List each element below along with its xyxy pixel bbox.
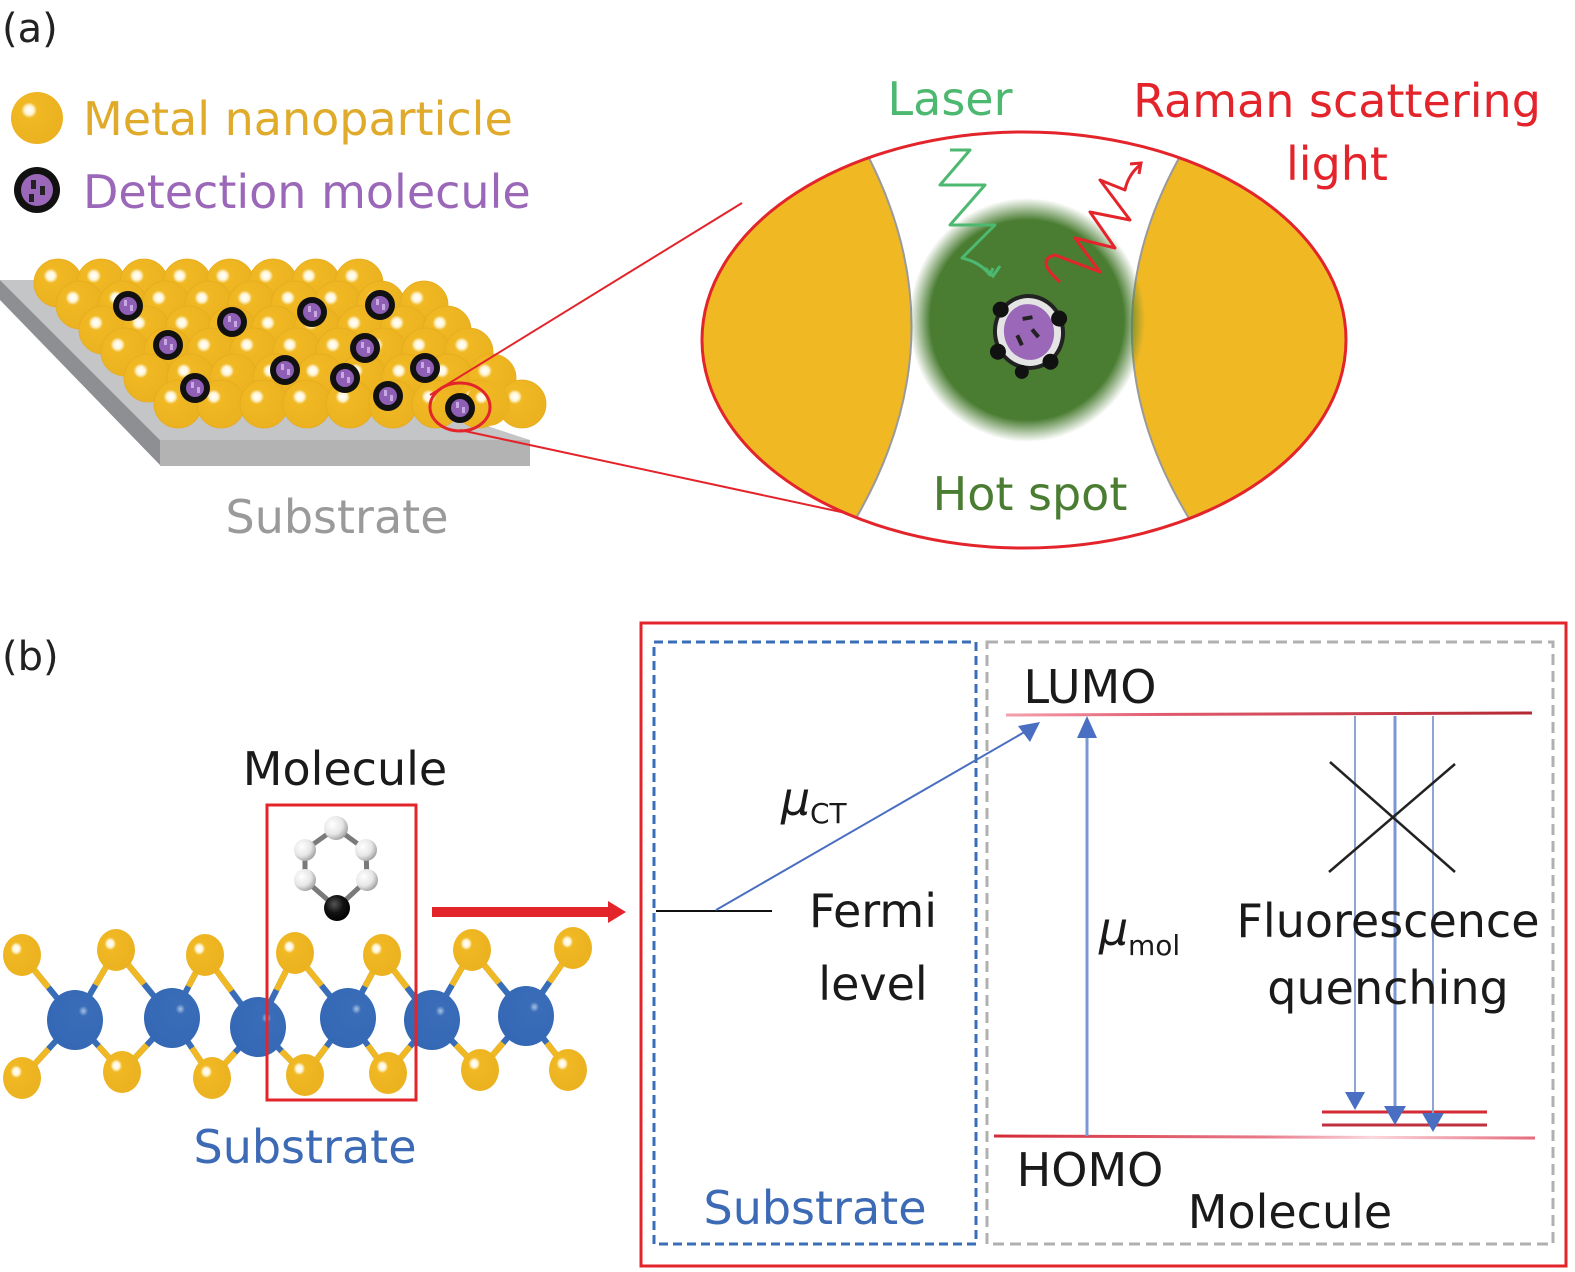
metal-atom — [404, 990, 460, 1050]
sulfur-atom — [97, 929, 135, 971]
panel-b-label: (b) — [2, 634, 59, 680]
sulfur-atom — [186, 934, 224, 976]
substrate-lattice — [3, 927, 592, 1099]
detection-molecule-icon — [153, 330, 183, 360]
homo-level-line — [993, 1134, 1536, 1140]
sulfur-atom — [276, 932, 314, 974]
fluorescence-arrowhead-2-icon — [1384, 1106, 1406, 1125]
lumo-level-line — [1005, 711, 1533, 717]
energy-diagram — [639, 621, 1568, 1268]
metal-atom — [144, 988, 200, 1048]
molecule-highlight-box — [265, 803, 418, 1102]
detection-molecule-icon — [989, 294, 1068, 379]
detection-molecule-icon — [365, 290, 395, 320]
detection-molecule-icon — [270, 355, 300, 385]
detection-molecule-icon — [410, 353, 440, 383]
zoom-line-top — [429, 202, 743, 396]
mu-ct-subscript: CT — [810, 797, 848, 830]
detection-molecule-icon — [297, 297, 327, 327]
nanoparticle — [466, 382, 510, 426]
sulfur-atom — [193, 1057, 231, 1099]
substrate-box-label: Substrate — [704, 1181, 927, 1235]
substrate-label-a: Substrate — [226, 490, 449, 544]
laser-arrowhead-icon — [983, 265, 1002, 279]
mu-mol-symbol: μ — [1098, 902, 1128, 956]
nanoparticle-legend-icon — [11, 92, 63, 144]
homo-label: HOMO — [1017, 1143, 1164, 1197]
zoom-ellipse-border — [700, 130, 1348, 550]
raman-label-line1: Raman scattering — [1133, 74, 1541, 128]
sulfur-atom — [369, 1052, 407, 1094]
fluorescence-arrowhead-1-icon — [1345, 1092, 1365, 1110]
detection-molecule-icon — [113, 291, 143, 321]
fluorescence-arrowhead-3-icon — [1422, 1113, 1444, 1132]
detection-molecule-legend-icon — [14, 167, 60, 213]
sulfur-atom — [453, 929, 491, 971]
molecule-box — [985, 640, 1555, 1246]
red-arrow-icon — [432, 901, 626, 923]
detection-molecule-icon — [350, 333, 380, 363]
sulfur-atom — [549, 1049, 587, 1091]
nanoparticle — [239, 379, 289, 429]
nanoparticle-array — [33, 258, 547, 429]
raman-label-line2: light — [1286, 137, 1388, 191]
molecule-box-label: Molecule — [1188, 1185, 1392, 1239]
sulfur-atom — [3, 934, 41, 976]
substrate-box — [652, 640, 978, 1246]
sulfur-atom — [461, 1049, 499, 1091]
laser-label: Laser — [888, 72, 1013, 126]
raman-arrowhead-icon — [1129, 161, 1143, 175]
mu-ct-symbol: μ — [780, 772, 810, 826]
sulfur-atom — [286, 1054, 324, 1096]
metal-atom — [320, 988, 376, 1048]
metal-atom — [47, 990, 103, 1050]
legend-molecule-label: Detection molecule — [83, 165, 531, 219]
mu-ct-arrowhead-icon — [1018, 722, 1040, 742]
detection-molecule-icon — [445, 393, 475, 423]
sulfur-atom — [363, 934, 401, 976]
fluorescence-label-line1: Fluorescence — [1236, 894, 1539, 948]
mu-ct-arrow — [715, 729, 1029, 911]
substrate-label-b: Substrate — [194, 1120, 417, 1174]
detection-molecule-icon — [217, 307, 247, 337]
energy-diagram-frame — [639, 621, 1568, 1268]
sulfur-atom — [3, 1057, 41, 1099]
pyridine-molecule — [294, 816, 378, 921]
detection-molecule-icon — [373, 381, 403, 411]
legend-nanoparticle-label: Metal nanoparticle — [83, 92, 513, 146]
detection-molecule-icon — [330, 363, 360, 393]
lumo-label: LUMO — [1024, 660, 1157, 714]
panel-a-label: (a) — [2, 6, 58, 52]
metal-atom — [498, 986, 554, 1046]
sulfur-atom — [554, 927, 592, 969]
cross-x-icon — [1328, 761, 1456, 873]
legend: Metal nanoparticle Detection molecule — [11, 92, 531, 219]
nanoparticle — [282, 379, 332, 429]
fluorescence-label-line2: quenching — [1267, 961, 1508, 1015]
mu-ct-label: μ CT — [780, 772, 848, 830]
fermi-label-line1: Fermi — [809, 884, 937, 938]
detection-molecule-icon — [180, 373, 210, 403]
metal-atom — [230, 997, 286, 1057]
hotspot-label: Hot spot — [933, 467, 1128, 521]
fermi-label-line2: level — [818, 957, 927, 1011]
mu-mol-label: μ mol — [1098, 902, 1180, 962]
mu-mol-arrowhead-icon — [1077, 716, 1097, 738]
raman-wave-icon — [1044, 163, 1141, 284]
molecule-array — [113, 290, 475, 423]
molecule-label: Molecule — [243, 742, 447, 796]
sulfur-atom — [103, 1051, 141, 1093]
zoom-line-bottom — [459, 429, 856, 516]
mu-mol-subscript: mol — [1128, 929, 1180, 962]
